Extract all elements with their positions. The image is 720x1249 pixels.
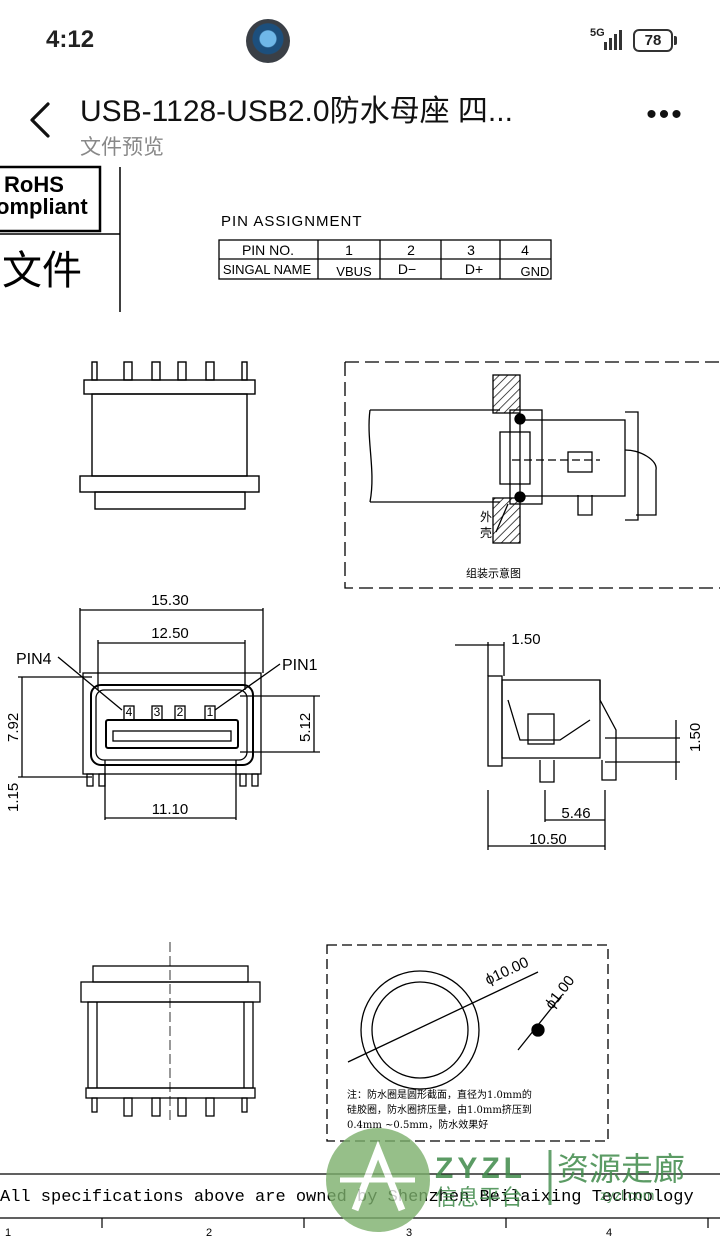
dim-10-50: 10.50 (529, 831, 567, 848)
pin4-label: PIN4 (16, 651, 52, 668)
dim-5-46: 5.46 (561, 805, 590, 822)
status-time: 4:12 (46, 26, 95, 53)
oring-diagram (326, 944, 609, 1142)
note-line-3: 0.4mm ~0.5mm，防水效果好 (347, 1118, 488, 1131)
document-title: USB-1128-USB2.0防水母座 四... (80, 95, 513, 128)
compliant-text: ompliant (0, 194, 88, 219)
pin-table-header-4: 4 (521, 242, 529, 258)
pin-table-cell-4: GND (521, 264, 550, 279)
pin1-label: PIN1 (282, 657, 318, 674)
pin-table-cell-0: SINGAL NAME (223, 262, 312, 277)
doc-title-fragment: 文件 (2, 248, 82, 294)
watermark-url: zyzl.com (600, 1187, 654, 1203)
assembly-diagram (344, 361, 720, 589)
ruler-4: 4 (606, 1227, 612, 1239)
front-view-drawing (18, 608, 320, 820)
note-line-1: 注：防水圈是圆形截面，直径为1.0mm的 (347, 1088, 532, 1101)
ruler-2: 2 (206, 1227, 212, 1239)
watermark-cn1: 资源走廊 (557, 1150, 685, 1188)
document-preview[interactable]: RoHS ompliant 文件 PIN ASSIGNMENT PIN NO. … (0, 165, 720, 1249)
back-arrow-icon[interactable] (24, 96, 64, 144)
dim-1-50-top: 1.50 (511, 631, 540, 648)
app-bar: USB-1128-USB2.0防水母座 四... 文件预览 ••• (0, 80, 720, 165)
dim-1-15: 1.15 (5, 783, 22, 812)
pin-num-4: 4 (126, 705, 133, 719)
signal-icon (604, 30, 622, 50)
pin-table-header-1: 1 (345, 242, 353, 258)
pin-num-1: 1 (207, 705, 214, 719)
bottom-view-drawing (80, 942, 261, 1120)
dim-11-10: 11.10 (152, 801, 188, 818)
watermark-cn2: 信息平台 (435, 1186, 523, 1211)
pin-num-3: 3 (154, 705, 161, 719)
shell-label-1: 外 (480, 510, 492, 524)
document-subtitle: 文件预览 (80, 136, 164, 159)
rohs-text: RoHS (4, 172, 64, 197)
dim-5-12: 5.12 (297, 713, 314, 742)
status-bar: 4:12 5G 78 (0, 0, 720, 80)
watermark-logo (326, 1128, 552, 1232)
assembly-caption: 组装示意图 (466, 566, 521, 580)
technical-drawing: RoHS ompliant 文件 PIN ASSIGNMENT PIN NO. … (0, 165, 720, 1239)
note-line-2: 硅胶圈，防水圈挤压量，由1.0mm挤压到 (347, 1103, 532, 1116)
pin-table-cell-2: D− (398, 261, 416, 277)
rohs-box (0, 165, 121, 312)
pin-table-header-0: PIN NO. (242, 242, 294, 258)
ruler-3: 3 (406, 1227, 412, 1239)
watermark-main: ZYZL (435, 1152, 526, 1185)
dim-phi10: ϕ10.00 (483, 954, 532, 989)
pin-table-cell-3: D+ (465, 261, 483, 277)
top-view-drawing (79, 361, 260, 510)
front-camera-icon (246, 19, 290, 63)
more-options-icon[interactable]: ••• (646, 98, 684, 131)
dim-12-50: 12.50 (151, 625, 189, 642)
dim-7-92: 7.92 (5, 713, 22, 742)
dim-phi1: ϕ1.00 (542, 972, 579, 1012)
battery-icon: 78 (633, 29, 677, 52)
ruler-1: 1 (5, 1227, 11, 1239)
pin-table-header-3: 3 (467, 242, 475, 258)
network-type: 5G (590, 27, 605, 39)
pin-table-cell-1: VBUS (336, 264, 372, 279)
pin-table-header-2: 2 (407, 242, 415, 258)
side-view-drawing (455, 642, 680, 850)
pin-assignment-title: PIN ASSIGNMENT (221, 213, 363, 230)
pin-num-2: 2 (177, 705, 184, 719)
pin-table (218, 239, 552, 280)
shell-label-2: 壳 (480, 526, 492, 540)
dim-1-50-side: 1.50 (687, 723, 704, 752)
dim-15-30: 15.30 (151, 592, 189, 609)
